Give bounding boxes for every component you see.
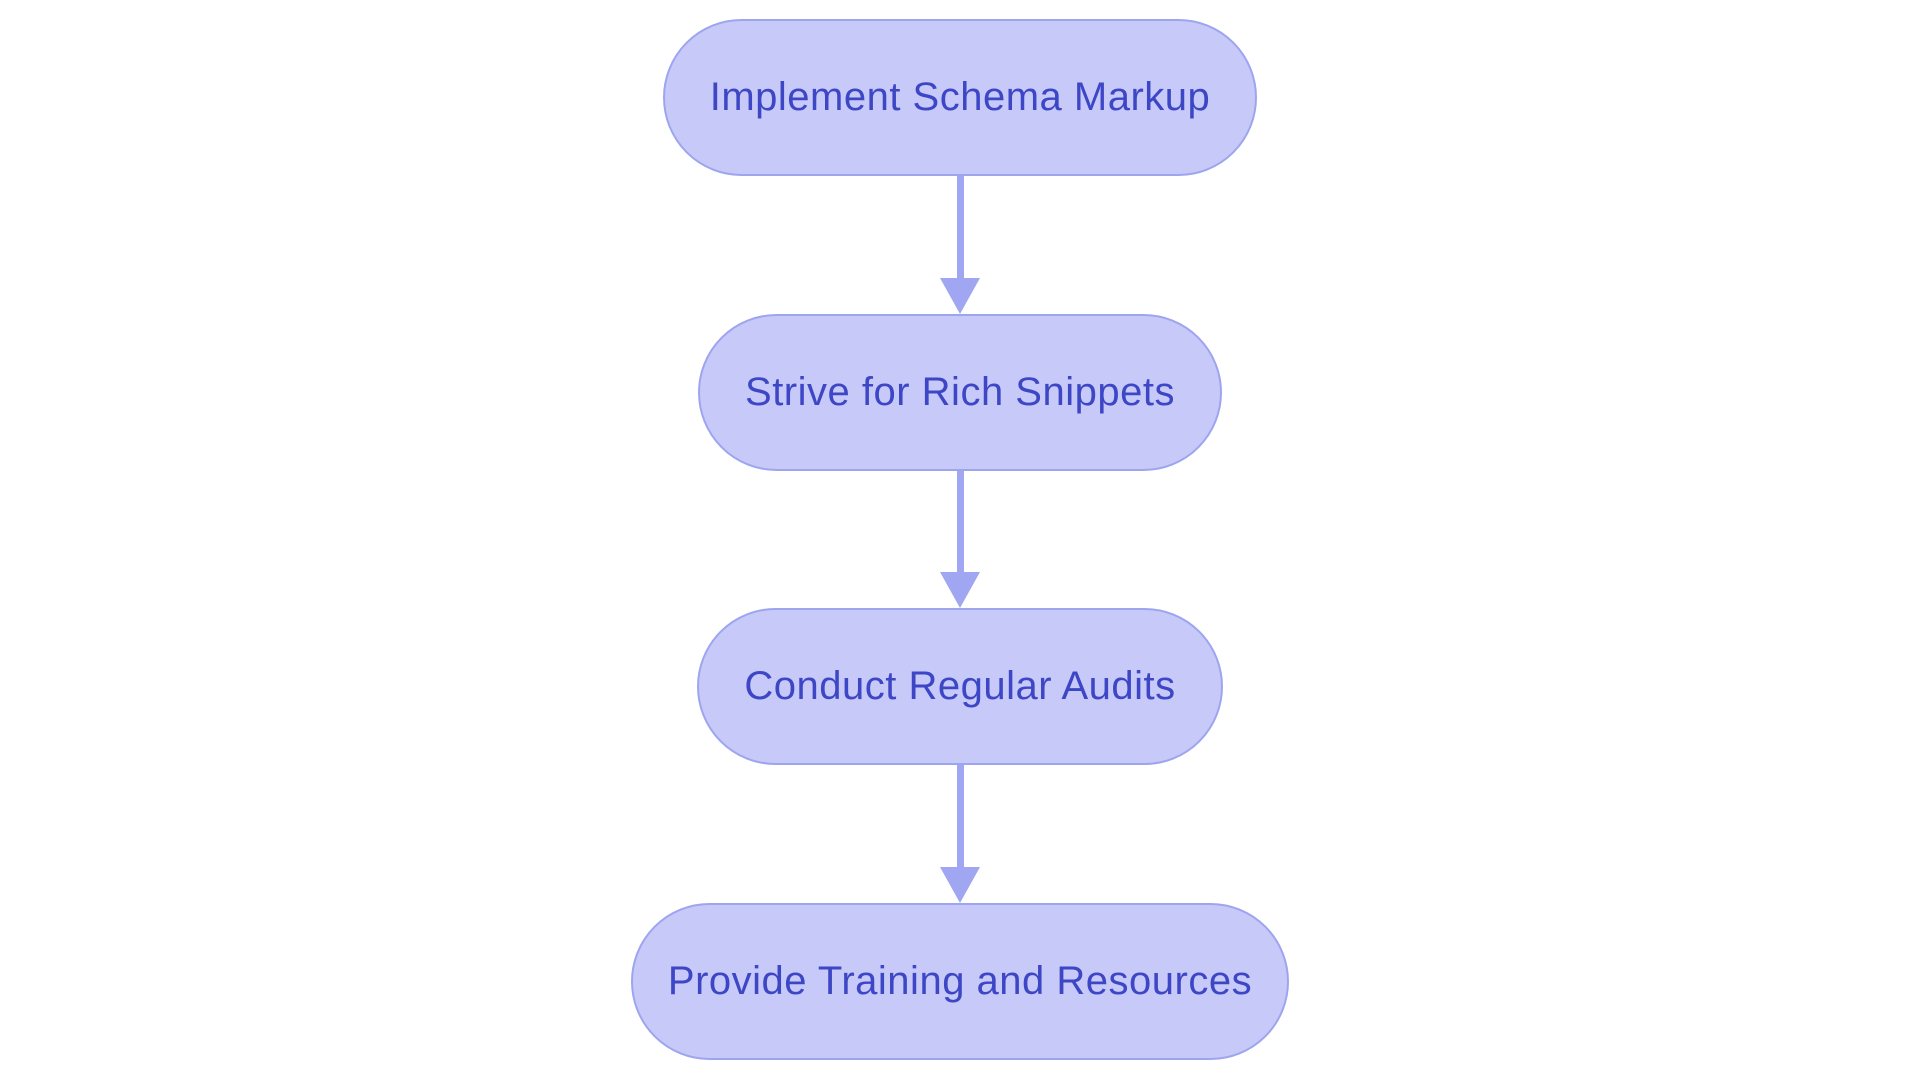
arrow-line <box>956 471 964 572</box>
arrow-down-icon <box>940 867 980 903</box>
flow-arrow-3 <box>0 765 1920 903</box>
flow-node-strive-for-rich-snippets: Strive for Rich Snippets <box>698 314 1222 471</box>
arrow-line <box>956 765 964 867</box>
flow-node-label: Strive for Rich Snippets <box>745 370 1175 414</box>
arrow-down-icon <box>940 278 980 314</box>
flow-node-implement-schema-markup: Implement Schema Markup <box>663 19 1257 176</box>
flow-node-label: Conduct Regular Audits <box>744 664 1176 708</box>
arrow-down-icon <box>940 572 980 608</box>
flow-node-label: Implement Schema Markup <box>709 75 1211 119</box>
flow-node-conduct-regular-audits: Conduct Regular Audits <box>697 608 1223 765</box>
flow-arrow-2 <box>0 471 1920 608</box>
arrow-line <box>956 176 964 278</box>
flow-arrow-1 <box>0 176 1920 314</box>
flow-node-label: Provide Training and Resources <box>667 959 1253 1003</box>
flow-node-provide-training-and-resources: Provide Training and Resources <box>631 903 1289 1060</box>
